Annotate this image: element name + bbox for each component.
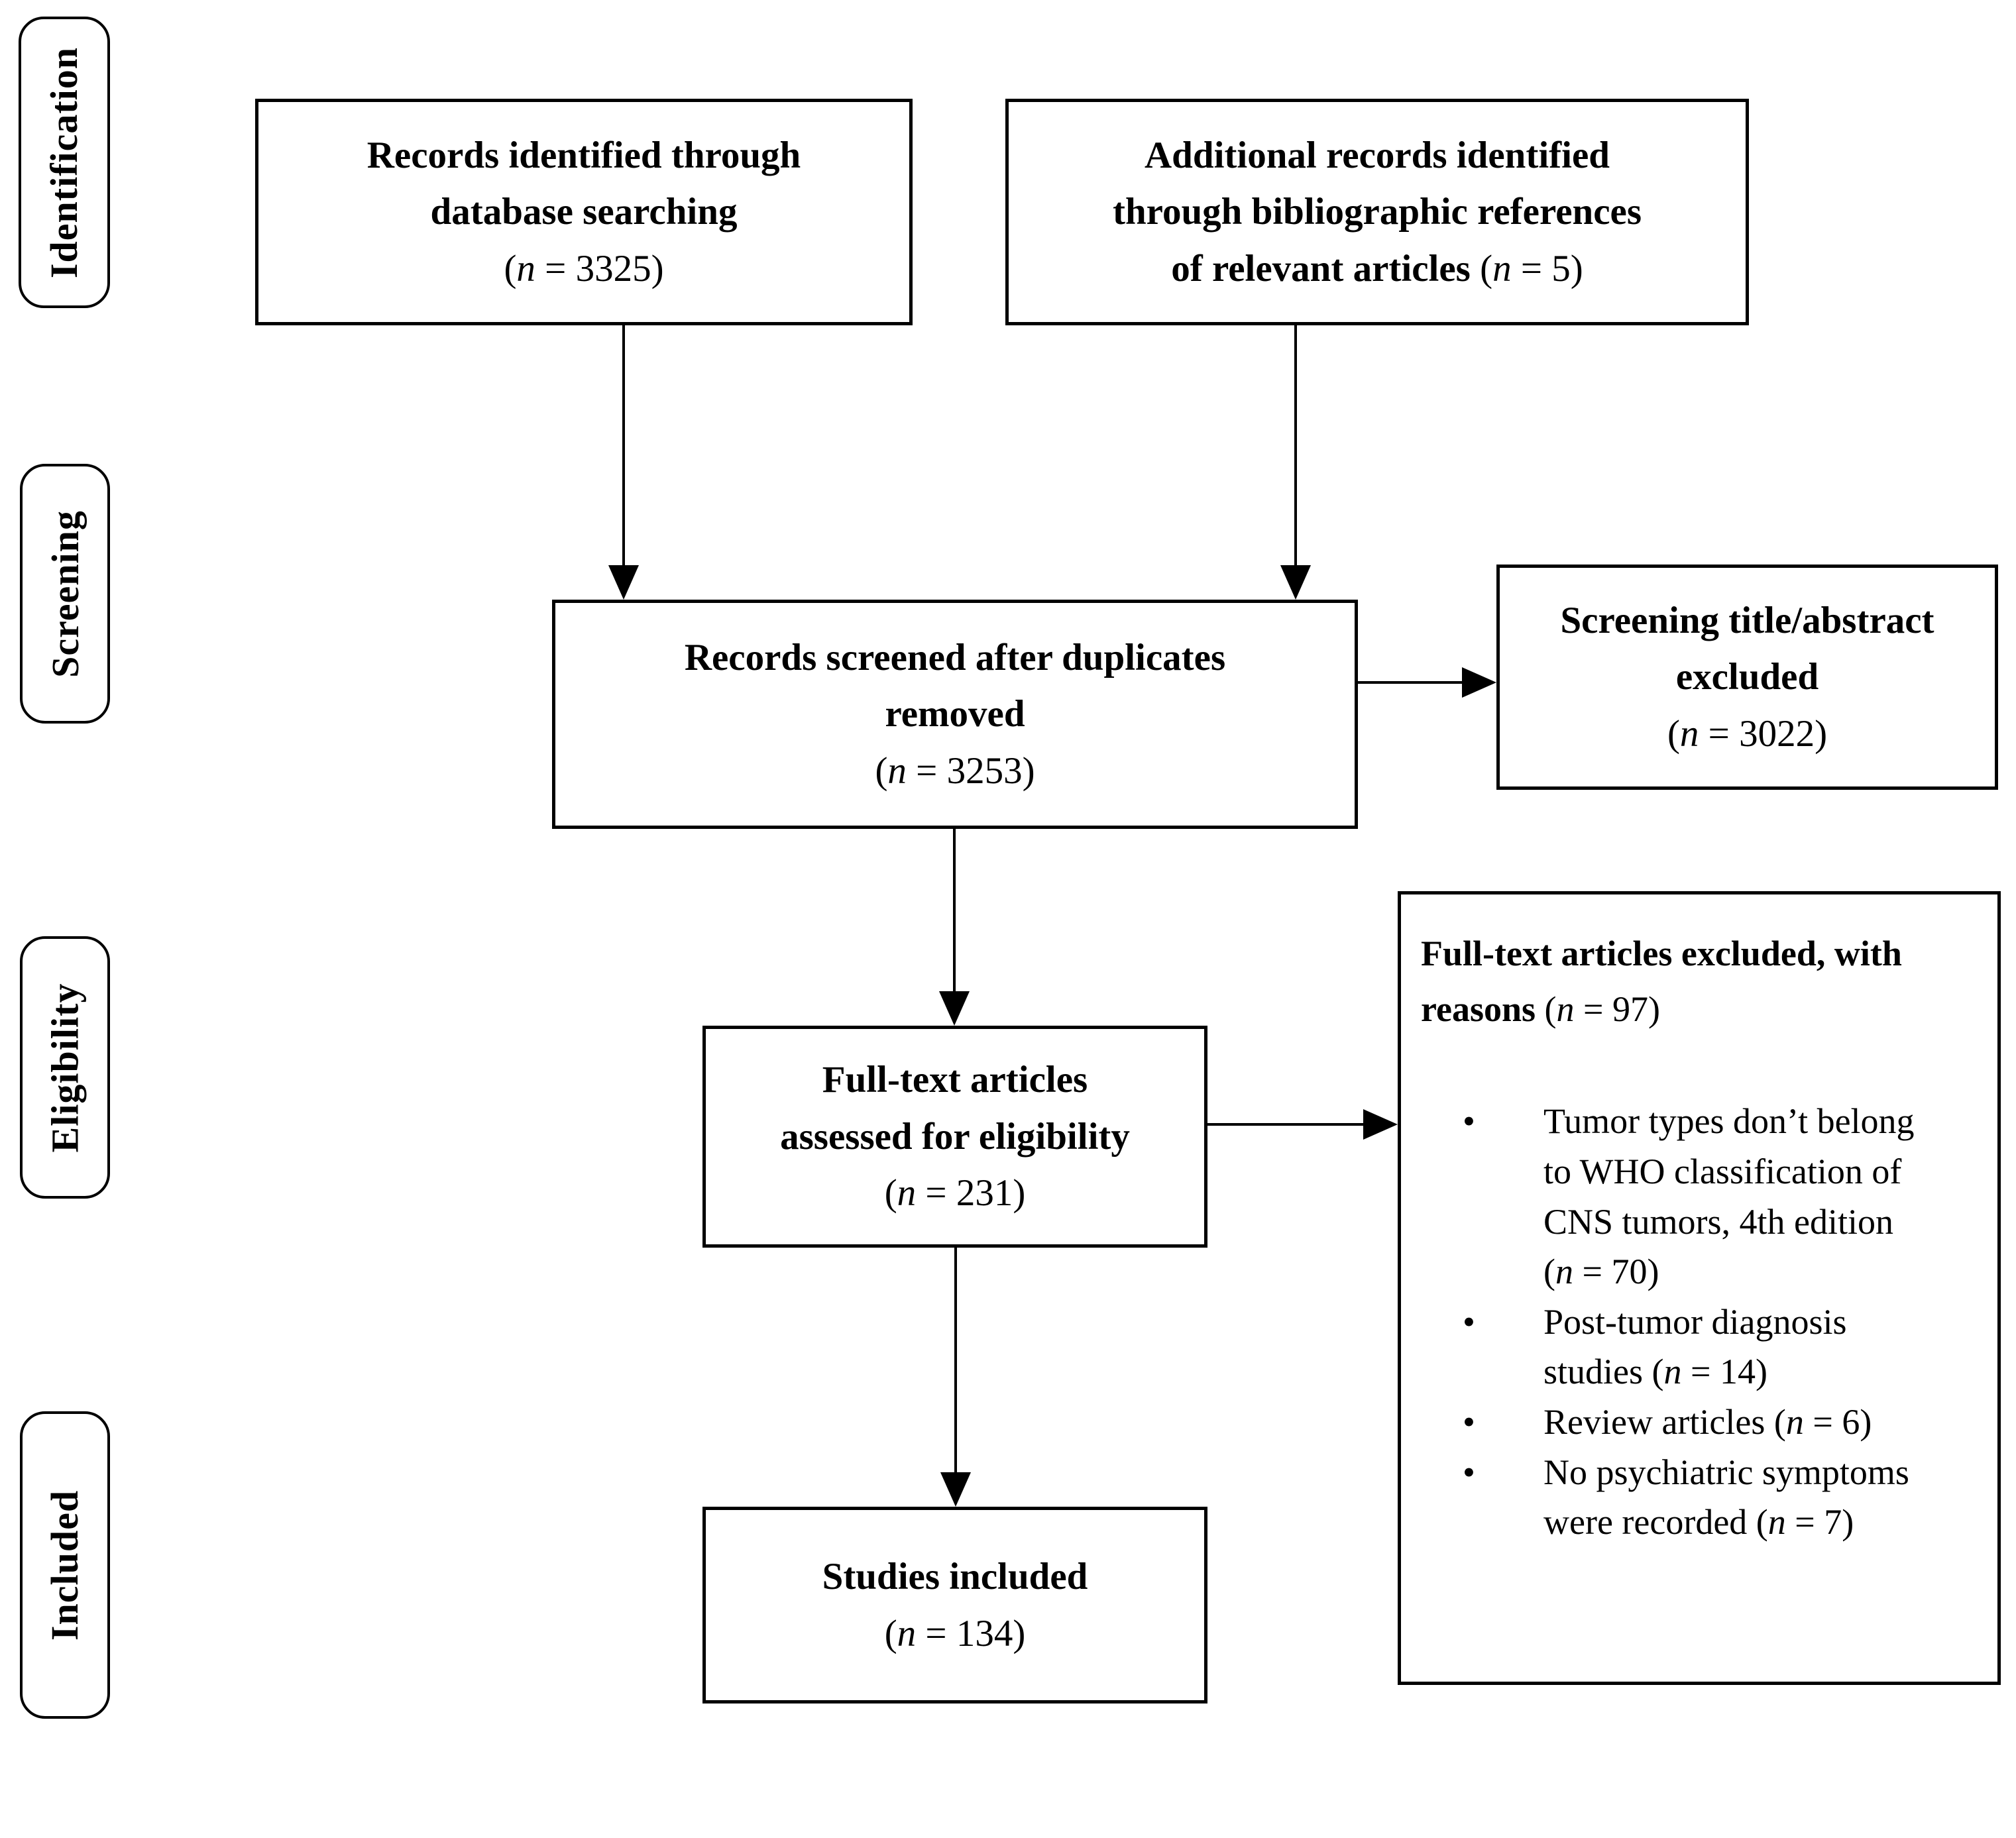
stage-eligibility-label: Eligibility	[43, 983, 87, 1152]
box-fulltext-assessed-line2: assessed for eligibility	[780, 1115, 1130, 1158]
stage-included-label: Included	[43, 1489, 87, 1641]
box-fulltext-assessed-count: (n = 231)	[884, 1172, 1026, 1215]
arrow-right-icon	[1462, 667, 1496, 698]
arrow-down-icon	[940, 1472, 971, 1507]
box-fulltext-assessed: Full-text articles assessed for eligibil…	[702, 1026, 1207, 1248]
box-records-identified: Records identified through database sear…	[255, 99, 913, 325]
box-screening-excluded-count: (n = 3022)	[1667, 712, 1828, 755]
exclusion-reason-item: • Tumor types don’t belong to WHO classi…	[1451, 1097, 1971, 1297]
box-additional-records: Additional records identified through bi…	[1005, 99, 1749, 325]
arrow-identified-to-screened-line	[622, 325, 625, 568]
box-records-identified-count: (n = 3325)	[504, 247, 664, 290]
box-screening-excluded-line2: excluded	[1675, 656, 1819, 698]
box-records-identified-line1: Records identified through	[366, 134, 801, 176]
exclusion-reason-item: • Review articles (n = 6)	[1451, 1397, 1971, 1448]
stage-identification-label: Identification	[42, 46, 86, 278]
exclusion-reason-item: • No psychiatric symptoms were recorded …	[1451, 1448, 1971, 1548]
box-records-screened-count: (n = 3253)	[875, 749, 1035, 792]
arrow-right-icon	[1363, 1109, 1398, 1140]
stage-eligibility: Eligibility	[20, 936, 110, 1199]
arrow-down-icon	[1280, 565, 1311, 600]
exclusion-reason-text: Post-tumor diagnosis studies (n = 14)	[1543, 1301, 1847, 1392]
box-records-screened-line1: Records screened after duplicates	[684, 636, 1226, 678]
stage-screening: Screening	[20, 464, 110, 724]
box-studies-included-line1: Studies included	[822, 1556, 1088, 1597]
arrow-fulltext-to-included-line	[954, 1248, 957, 1476]
box-studies-included-count: (n = 134)	[884, 1612, 1026, 1654]
exclusion-reason-item: • Post-tumor diagnosis studies (n = 14)	[1451, 1297, 1971, 1397]
arrow-screened-to-excluded-line	[1357, 681, 1465, 684]
exclusion-reason-text: Review articles (n = 6)	[1543, 1401, 1872, 1442]
box-fulltext-excluded-title: Full-text articles excluded, with reason…	[1421, 934, 1902, 1029]
box-additional-records-line3: of relevant articles (n = 5)	[1171, 247, 1583, 290]
exclusion-reason-text: No psychiatric symptoms were recorded (n…	[1543, 1452, 1909, 1542]
bullet-icon: •	[1463, 1101, 1475, 1142]
bullet-icon: •	[1463, 1401, 1475, 1442]
box-screening-excluded-line1: Screening title/abstract	[1560, 599, 1934, 641]
stage-screening-label: Screening	[43, 510, 87, 678]
box-fulltext-excluded: Full-text articles excluded, with reason…	[1398, 891, 2001, 1685]
arrow-screened-to-fulltext-line	[953, 829, 956, 995]
arrow-down-icon	[939, 991, 970, 1026]
box-additional-records-line2: through bibliographic references	[1113, 191, 1642, 233]
stage-identification: Identification	[19, 17, 110, 308]
box-fulltext-assessed-line1: Full-text articles	[822, 1059, 1088, 1101]
arrow-additional-to-screened-line	[1294, 325, 1297, 568]
arrow-down-icon	[608, 565, 639, 600]
exclusion-reason-list: • Tumor types don’t belong to WHO classi…	[1421, 1097, 1971, 1547]
bullet-icon: •	[1463, 1452, 1475, 1492]
arrow-fulltext-to-excluded-line	[1207, 1123, 1366, 1126]
box-studies-included: Studies included (n = 134)	[702, 1507, 1207, 1703]
stage-included: Included	[20, 1411, 110, 1719]
box-screening-excluded: Screening title/abstract excluded (n = 3…	[1496, 565, 1998, 790]
box-additional-records-line1: Additional records identified	[1145, 134, 1610, 176]
exclusion-reason-text: Tumor types don’t belong to WHO classifi…	[1543, 1101, 1915, 1292]
box-records-screened-line2: removed	[885, 693, 1025, 735]
box-records-screened: Records screened after duplicates remove…	[552, 600, 1358, 829]
bullet-icon: •	[1463, 1301, 1475, 1342]
box-records-identified-line2: database searching	[430, 191, 738, 233]
